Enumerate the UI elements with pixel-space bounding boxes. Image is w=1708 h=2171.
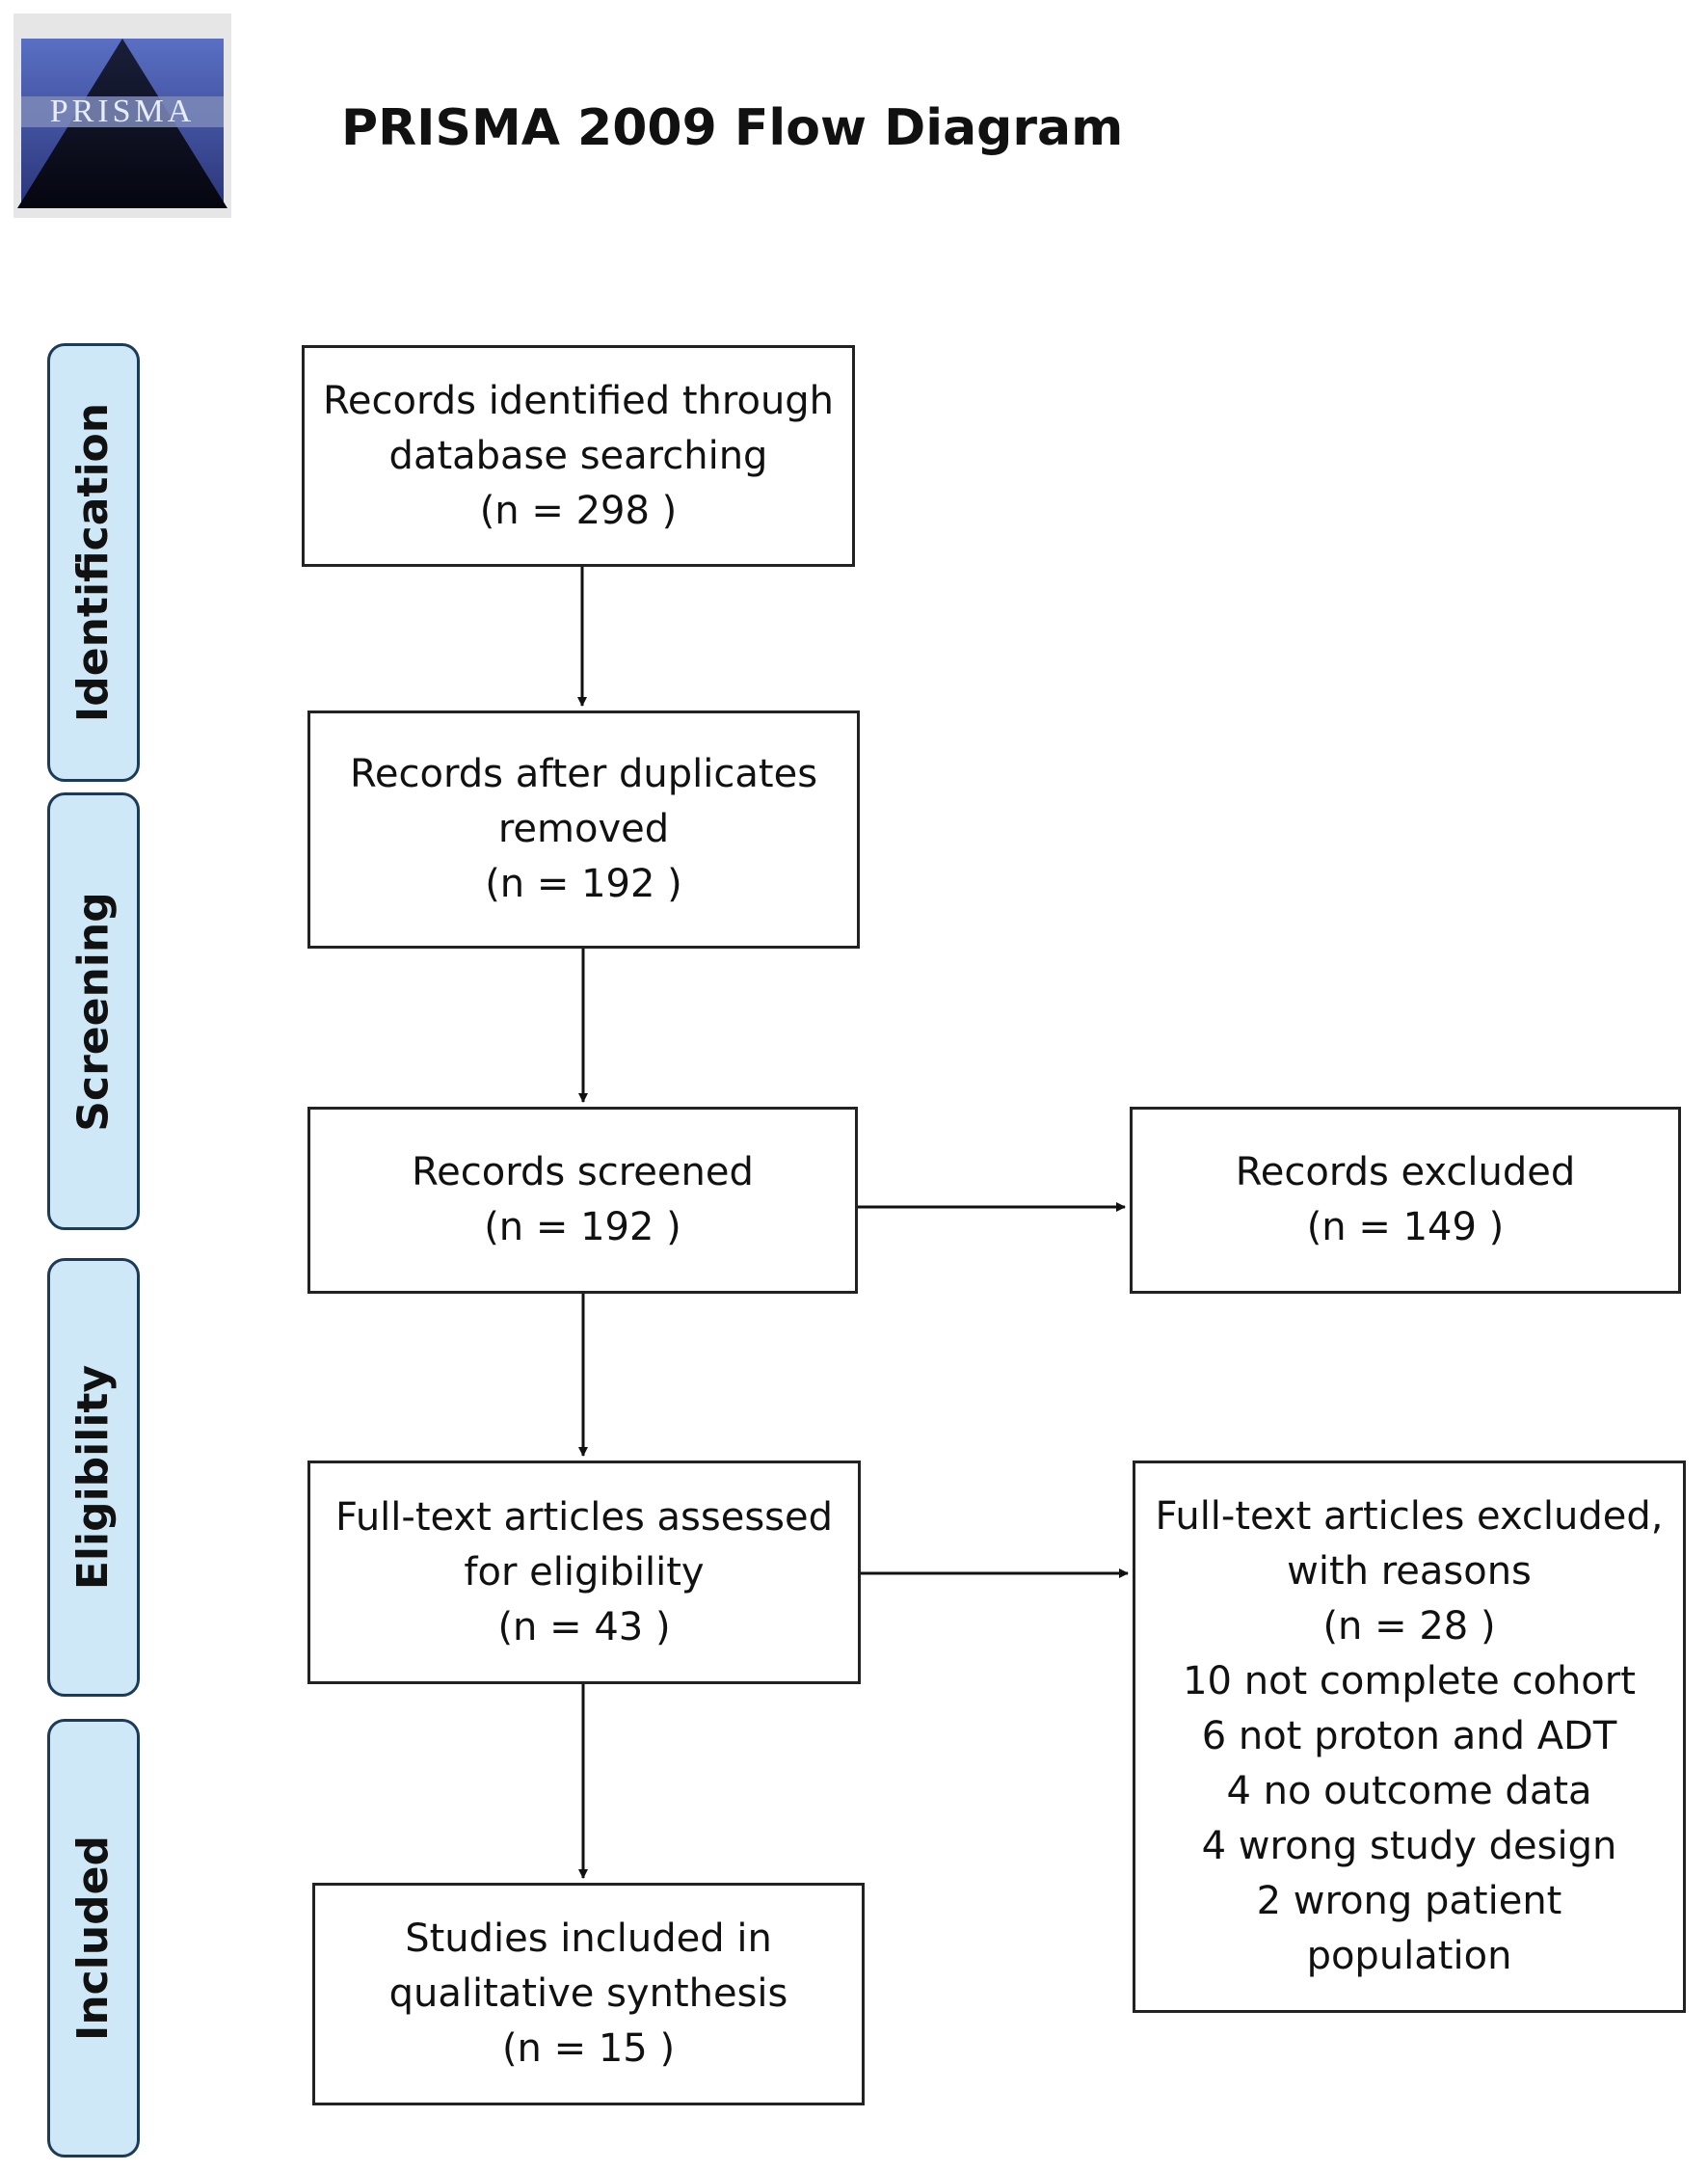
- phase-eligibility-label: Eligibility: [68, 1364, 119, 1591]
- exclusion-reason: 6 not proton and ADT: [1201, 1714, 1617, 1758]
- box-line: qualitative synthesis: [388, 1971, 788, 2016]
- box-line: Full-text articles excluded,: [1155, 1494, 1664, 1539]
- phase-identification: Identification: [47, 343, 140, 782]
- box-line: Records excluded: [1235, 1150, 1576, 1194]
- phase-eligibility: Eligibility: [47, 1258, 140, 1697]
- logo-text: PRISMA: [50, 94, 196, 129]
- box-count: (n = 149 ): [1306, 1205, 1505, 1249]
- box-line: Studies included in: [405, 1916, 772, 1961]
- exclusion-reason: 4 no outcome data: [1226, 1769, 1592, 1813]
- box-count: (n = 15 ): [501, 2026, 676, 2071]
- box-line: removed: [497, 807, 670, 851]
- exclusion-reason: population: [1306, 1934, 1512, 1978]
- exclusion-reason: 2 wrong patient: [1256, 1879, 1562, 1923]
- phase-included: Included: [47, 1719, 140, 2158]
- phase-screening-label: Screening: [68, 891, 119, 1132]
- box-count: (n = 28 ): [1322, 1604, 1496, 1648]
- exclusion-reason: 10 not complete cohort: [1183, 1659, 1636, 1703]
- box-line: Records identified through: [322, 378, 835, 423]
- box-records-after-duplicates: Records after duplicates removed (n = 19…: [307, 710, 860, 949]
- box-line: Records screened: [412, 1150, 754, 1194]
- box-count: (n = 43 ): [497, 1604, 671, 1649]
- box-count: (n = 298 ): [479, 488, 678, 533]
- phase-included-label: Included: [68, 1835, 119, 2042]
- box-line: database searching: [388, 433, 768, 478]
- box-line: with reasons: [1287, 1549, 1532, 1594]
- prisma-logo: PRISMA: [13, 13, 231, 218]
- phase-screening: Screening: [47, 792, 140, 1230]
- box-line: Full-text articles assessed: [335, 1494, 833, 1540]
- phase-identification-label: Identification: [68, 402, 119, 723]
- box-records-screened: Records screened (n = 192 ): [307, 1107, 858, 1294]
- box-fulltext-excluded: Full-text articles excluded, with reason…: [1133, 1461, 1686, 2013]
- box-records-identified: Records identified through database sear…: [302, 345, 855, 567]
- exclusion-reason: 4 wrong study design: [1201, 1824, 1617, 1868]
- box-line: Records after duplicates: [349, 752, 818, 796]
- box-records-excluded: Records excluded (n = 149 ): [1130, 1107, 1681, 1294]
- box-count: (n = 192 ): [485, 862, 682, 906]
- box-studies-included: Studies included in qualitative synthesi…: [312, 1883, 865, 2105]
- page-title: PRISMA 2009 Flow Diagram: [341, 99, 1124, 157]
- box-count: (n = 192 ): [484, 1205, 681, 1249]
- box-fulltext-assessed: Full-text articles assessed for eligibil…: [307, 1461, 861, 1684]
- box-line: for eligibility: [464, 1549, 705, 1595]
